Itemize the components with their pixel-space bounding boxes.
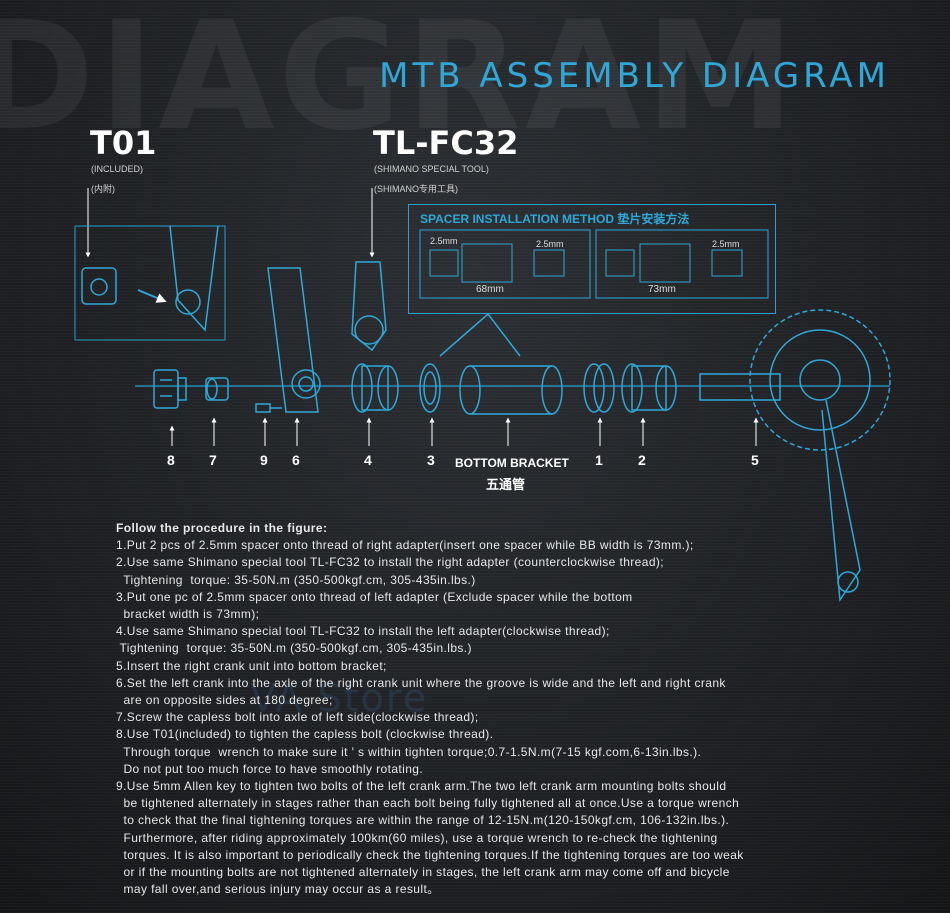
procedure-line: Tightening torque: 35-50N.m (350-500kgf.… (116, 572, 476, 587)
part-number-7: 7 (209, 452, 217, 468)
part-2-right-adapter (621, 363, 677, 413)
page-title: MTB ASSEMBLY DIAGRAM (379, 56, 890, 96)
part-number-9: 9 (260, 452, 268, 468)
bottom-bracket-label: BOTTOM BRACKET (455, 456, 569, 470)
procedure-line: torques. It is also important to periodi… (116, 847, 744, 862)
part-number-4: 4 (364, 452, 372, 468)
bottom-bracket-shell (439, 312, 563, 415)
part-8-capless-bolt (153, 369, 187, 409)
bb-width-68: 68mm (476, 284, 504, 295)
procedure-line: 3.Put one pc of 2.5mm spacer onto thread… (116, 589, 633, 604)
part-4-left-adapter (351, 363, 399, 413)
part-number-1: 1 (595, 452, 603, 468)
part-number-5: 5 (751, 452, 759, 468)
tool-tlfc32-sub: (SHIMANO SPECIAL TOOL) (374, 164, 489, 174)
tool-tlfc32-title: TL-FC32 (373, 124, 519, 162)
procedure-line: 1.Put 2 pcs of 2.5mm spacer onto thread … (116, 538, 694, 553)
procedure-line: 4.Use same Shimano special tool TL-FC32 … (116, 624, 610, 639)
procedure-line: 5.Insert the right crank unit into botto… (116, 658, 387, 673)
spacer-method-68mm (419, 229, 591, 299)
procedure-line: be tightened alternately in stages rathe… (116, 796, 740, 811)
spacer-installation-title: SPACER INSTALLATION METHOD 垫片安装方法 (420, 212, 690, 226)
part-5-right-crank (699, 309, 891, 603)
procedure-text: Follow the procedure in the figure: 1.Pu… (116, 520, 836, 898)
procedure-line: 2.Use same Shimano special tool TL-FC32 … (116, 555, 665, 570)
procedure-line: Through torque wrench to make sure it ' … (116, 744, 702, 759)
procedure-line: Furthermore, after riding approximately … (116, 830, 718, 845)
part-number-2: 2 (638, 452, 646, 468)
part-number-6: 6 (292, 452, 300, 468)
procedure-line: 7.Screw the capless bolt into axle of le… (116, 710, 479, 725)
procedure-line: are on opposite sides at 180 degree; (116, 693, 333, 708)
part-pointer-arrows (169, 417, 759, 446)
spacer-installation-box (408, 204, 776, 314)
bottom-bracket-label-cn: 五通管 (486, 477, 526, 492)
procedure-line: or if the mounting bolts are not tighten… (116, 865, 730, 880)
tlfc32-tool (351, 261, 387, 352)
t01-inset-illustration (74, 225, 226, 341)
procedure-line: Do not put too much force to have smooth… (116, 761, 424, 776)
procedure-line: to check that the final tightening torqu… (116, 813, 730, 828)
procedure-line: 8.Use T01(included) to tighten the caple… (116, 727, 494, 742)
tool-t01-title: T01 (90, 124, 157, 162)
spacer-method-73mm (595, 229, 769, 299)
part-3-spacer (419, 363, 441, 413)
procedure-line: 6.Set the left crank into the axle of th… (116, 675, 726, 690)
store-watermark: VA Store (250, 676, 429, 720)
part-number-3: 3 (427, 452, 435, 468)
part-9-bolt (255, 403, 282, 413)
part-6-left-crank (267, 267, 321, 413)
part-7-cap (205, 377, 229, 401)
procedure-line: 9.Use 5mm Allen key to tighten two bolts… (116, 779, 727, 794)
part-1-spacers (583, 363, 615, 413)
spacer-left-dim: 2.5mm (430, 236, 458, 246)
procedure-line: bracket width is 73mm); (116, 607, 260, 622)
procedure-line: may fall over,and serious injury may occ… (116, 882, 440, 897)
tool-t01-sub-cn: (内附) (91, 184, 115, 194)
part-number-8: 8 (167, 452, 175, 468)
tool-tlfc32-sub-cn: (SHIMANO专用工具) (374, 184, 458, 194)
bb-width-73: 73mm (648, 284, 676, 295)
procedure-heading: Follow the procedure in the figure: (116, 521, 328, 535)
background-watermark: DIAGRAM (0, 0, 799, 164)
procedure-line: Tightening torque: 35-50N.m (350-500kgf.… (116, 641, 472, 656)
spacer-right-dim-73: 2.5mm (712, 239, 740, 249)
tool-t01-sub: (INCLUDED) (91, 164, 144, 174)
spacer-right-dim: 2.5mm (536, 239, 564, 249)
